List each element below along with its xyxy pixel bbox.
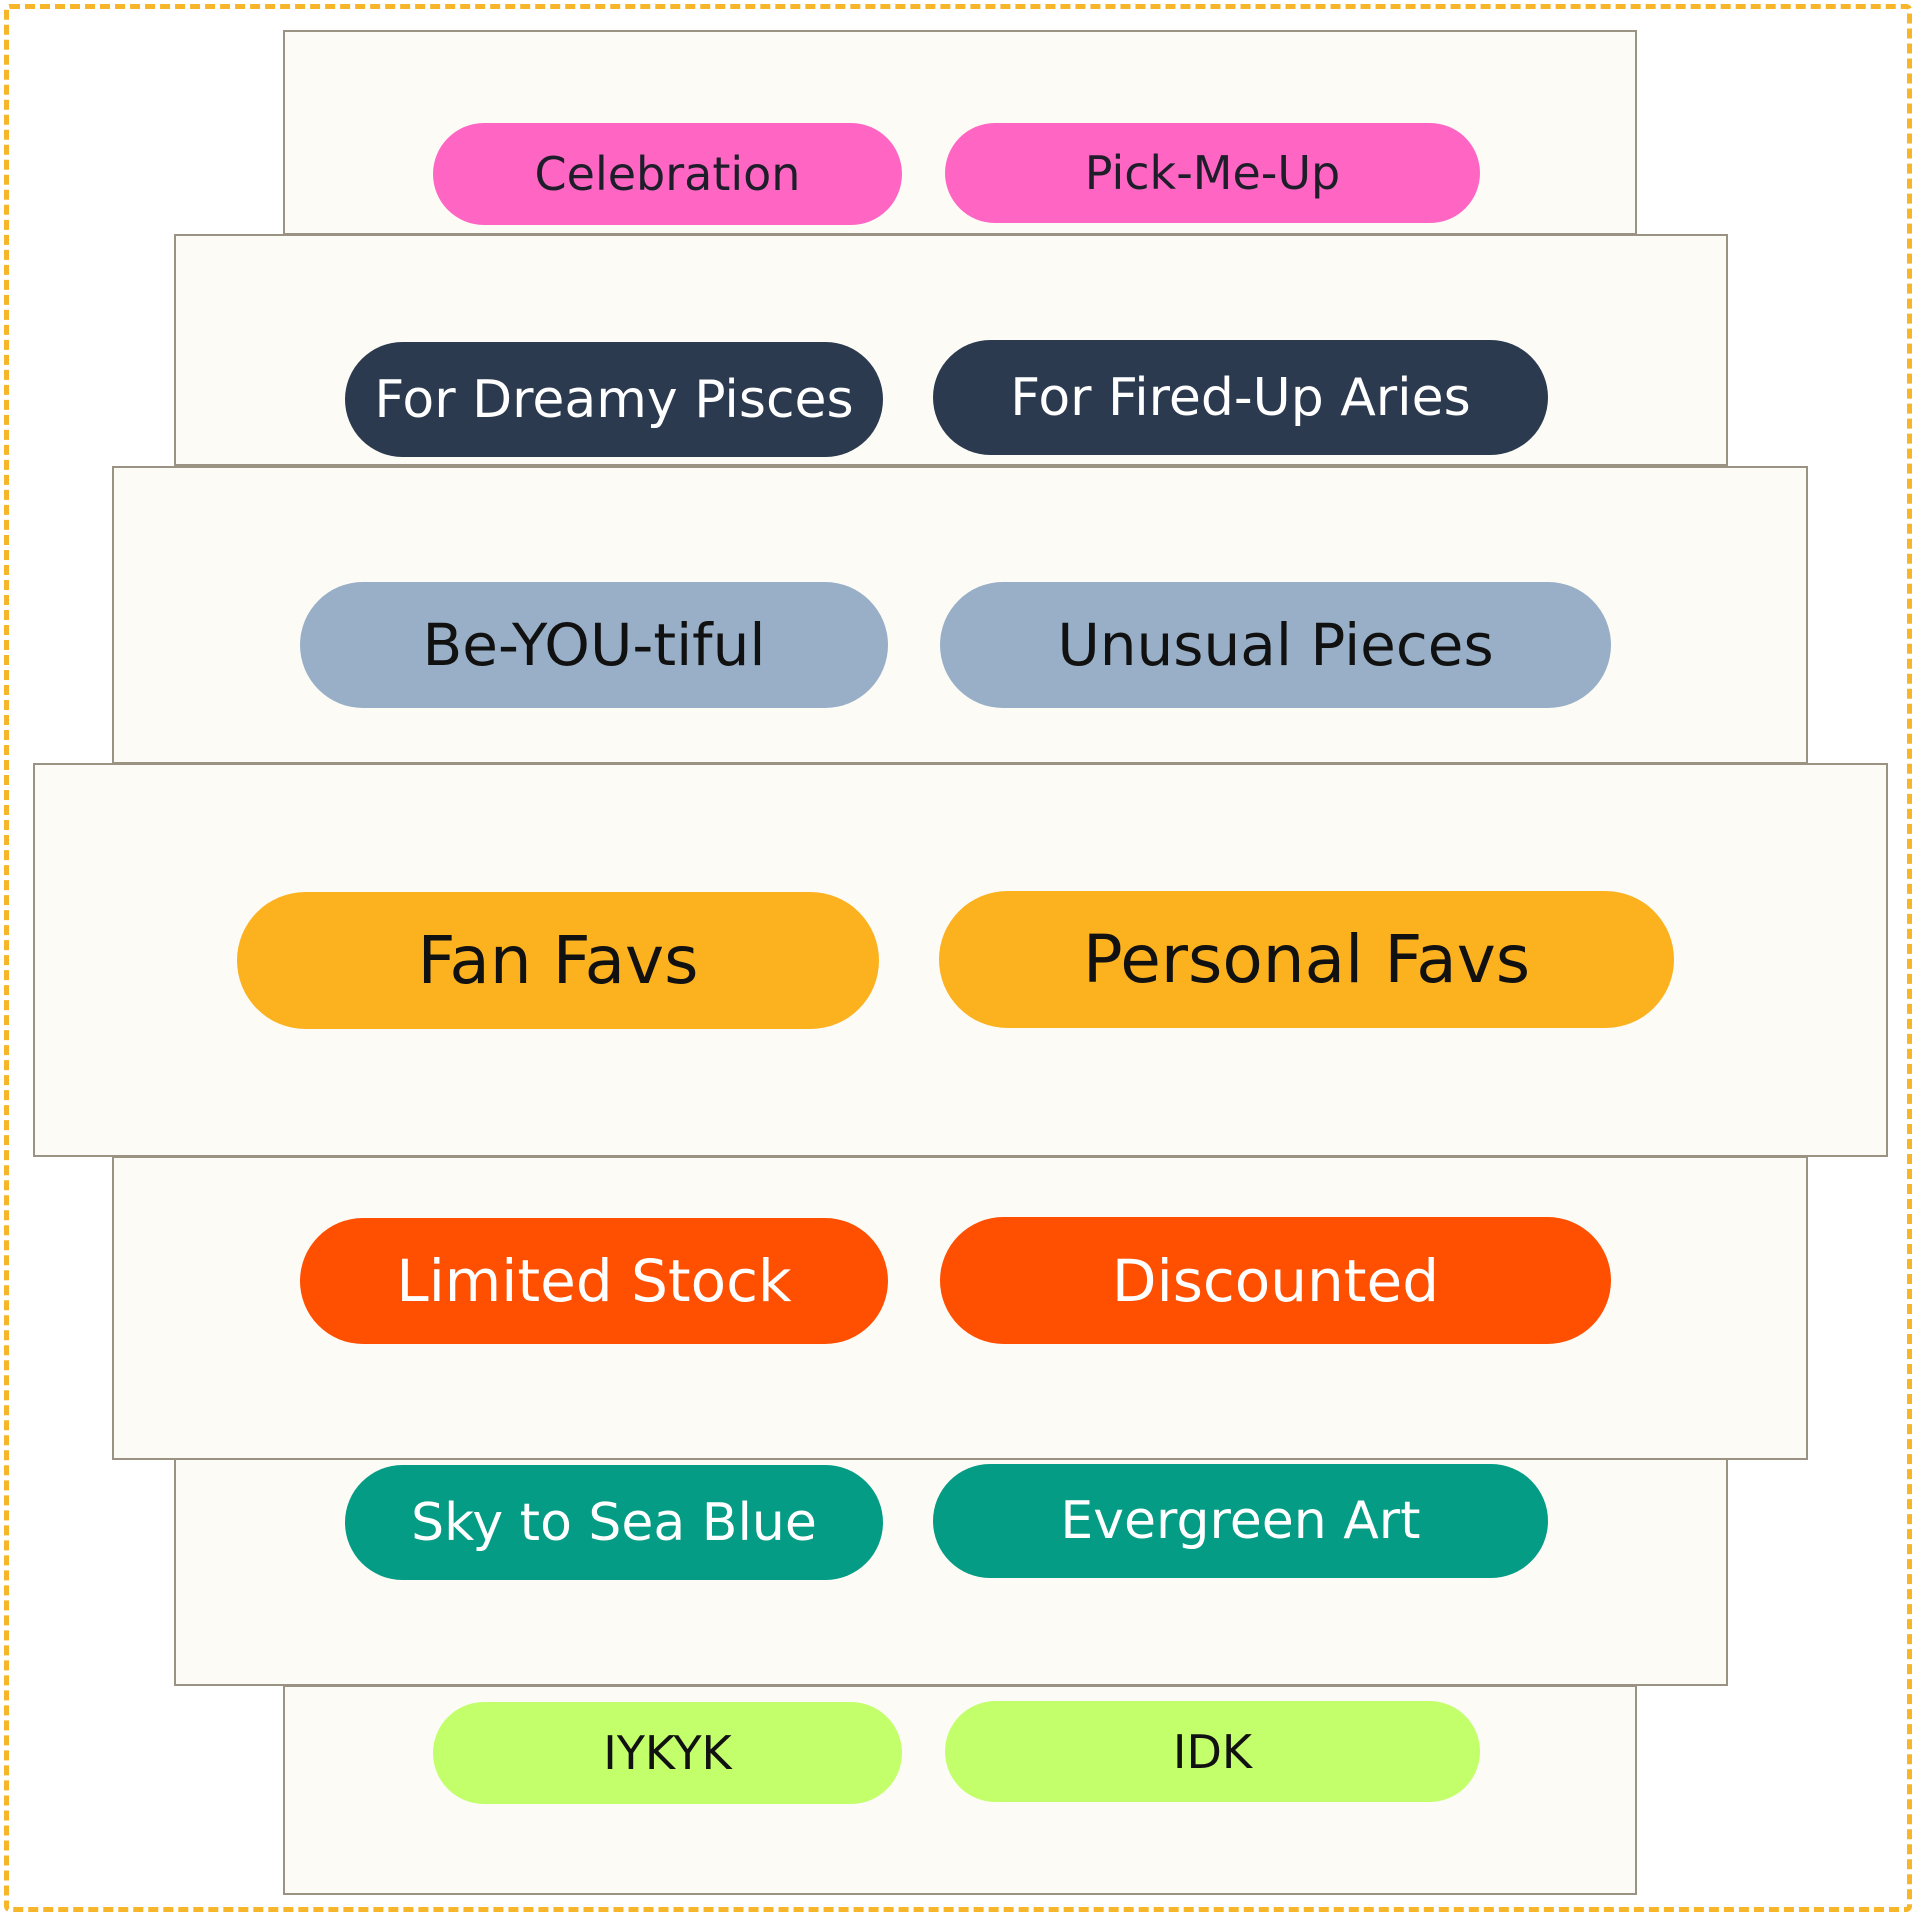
- tag-fan-favs[interactable]: Fan Favs: [237, 892, 879, 1029]
- tag-evergreen-art[interactable]: Evergreen Art: [933, 1464, 1548, 1578]
- tag-celebration[interactable]: Celebration: [433, 123, 902, 225]
- tag-unusual-pieces[interactable]: Unusual Pieces: [940, 582, 1611, 708]
- tag-for-fired-up-aries[interactable]: For Fired-Up Aries: [933, 340, 1548, 455]
- tag-discounted[interactable]: Discounted: [940, 1217, 1611, 1344]
- tag-for-dreamy-pisces[interactable]: For Dreamy Pisces: [345, 342, 883, 457]
- tag-pick-me-up[interactable]: Pick-Me-Up: [945, 123, 1480, 223]
- tag-iykyk[interactable]: IYKYK: [433, 1702, 902, 1804]
- dashed-frame: [4, 4, 1912, 1912]
- tag-personal-favs[interactable]: Personal Favs: [939, 891, 1674, 1028]
- tag-limited-stock[interactable]: Limited Stock: [300, 1218, 888, 1344]
- tag-idk[interactable]: IDK: [945, 1701, 1480, 1802]
- tag-be-you-tiful[interactable]: Be-YOU-tiful: [300, 582, 888, 708]
- tag-sky-to-sea-blue[interactable]: Sky to Sea Blue: [345, 1465, 883, 1580]
